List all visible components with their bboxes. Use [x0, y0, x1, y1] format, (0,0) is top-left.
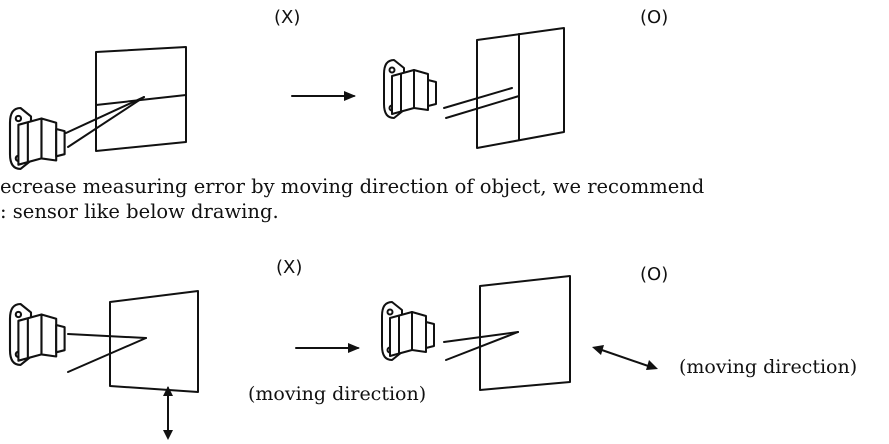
- right-arrow-head: [344, 91, 356, 101]
- sensor-icon: [8, 302, 66, 366]
- arrow-head: [163, 386, 173, 396]
- beam-return: [67, 337, 147, 373]
- bottom-right-mark: (O): [640, 264, 669, 285]
- top-right-mark: (O): [640, 7, 669, 28]
- target-panel: [109, 290, 199, 393]
- beam-return: [67, 96, 145, 148]
- right-arrow-head: [348, 343, 360, 353]
- moving-direction-caption-wrong: (moving direction): [248, 383, 427, 405]
- sensor-icon: [383, 59, 437, 119]
- recommendation-text: ecrease measuring error by moving direct…: [0, 174, 860, 224]
- moving-direction-caption-right: (moving direction): [679, 356, 858, 378]
- arrow-head: [646, 360, 658, 370]
- recommendation-line-2: : sensor like below drawing.: [0, 200, 279, 223]
- beam-emit: [65, 96, 145, 134]
- arrow-head: [163, 430, 173, 440]
- arrow-head: [592, 345, 604, 355]
- target-panel: [476, 27, 565, 149]
- beam-return: [445, 331, 519, 361]
- beam-emit: [443, 87, 513, 109]
- moving-direction-arrow-horizontal: [595, 347, 655, 369]
- bottom-wrong-mark: (X): [276, 257, 303, 278]
- recommendation-line-1: ecrease measuring error by moving direct…: [0, 175, 705, 198]
- beam-emit: [443, 331, 519, 343]
- beam-return: [445, 95, 520, 119]
- sensor-icon: [8, 106, 66, 170]
- target-panel: [479, 275, 571, 391]
- top-wrong-mark: (X): [274, 7, 301, 28]
- beam-emit: [67, 333, 147, 339]
- target-panel: [95, 46, 187, 152]
- sensor-icon: [381, 301, 435, 361]
